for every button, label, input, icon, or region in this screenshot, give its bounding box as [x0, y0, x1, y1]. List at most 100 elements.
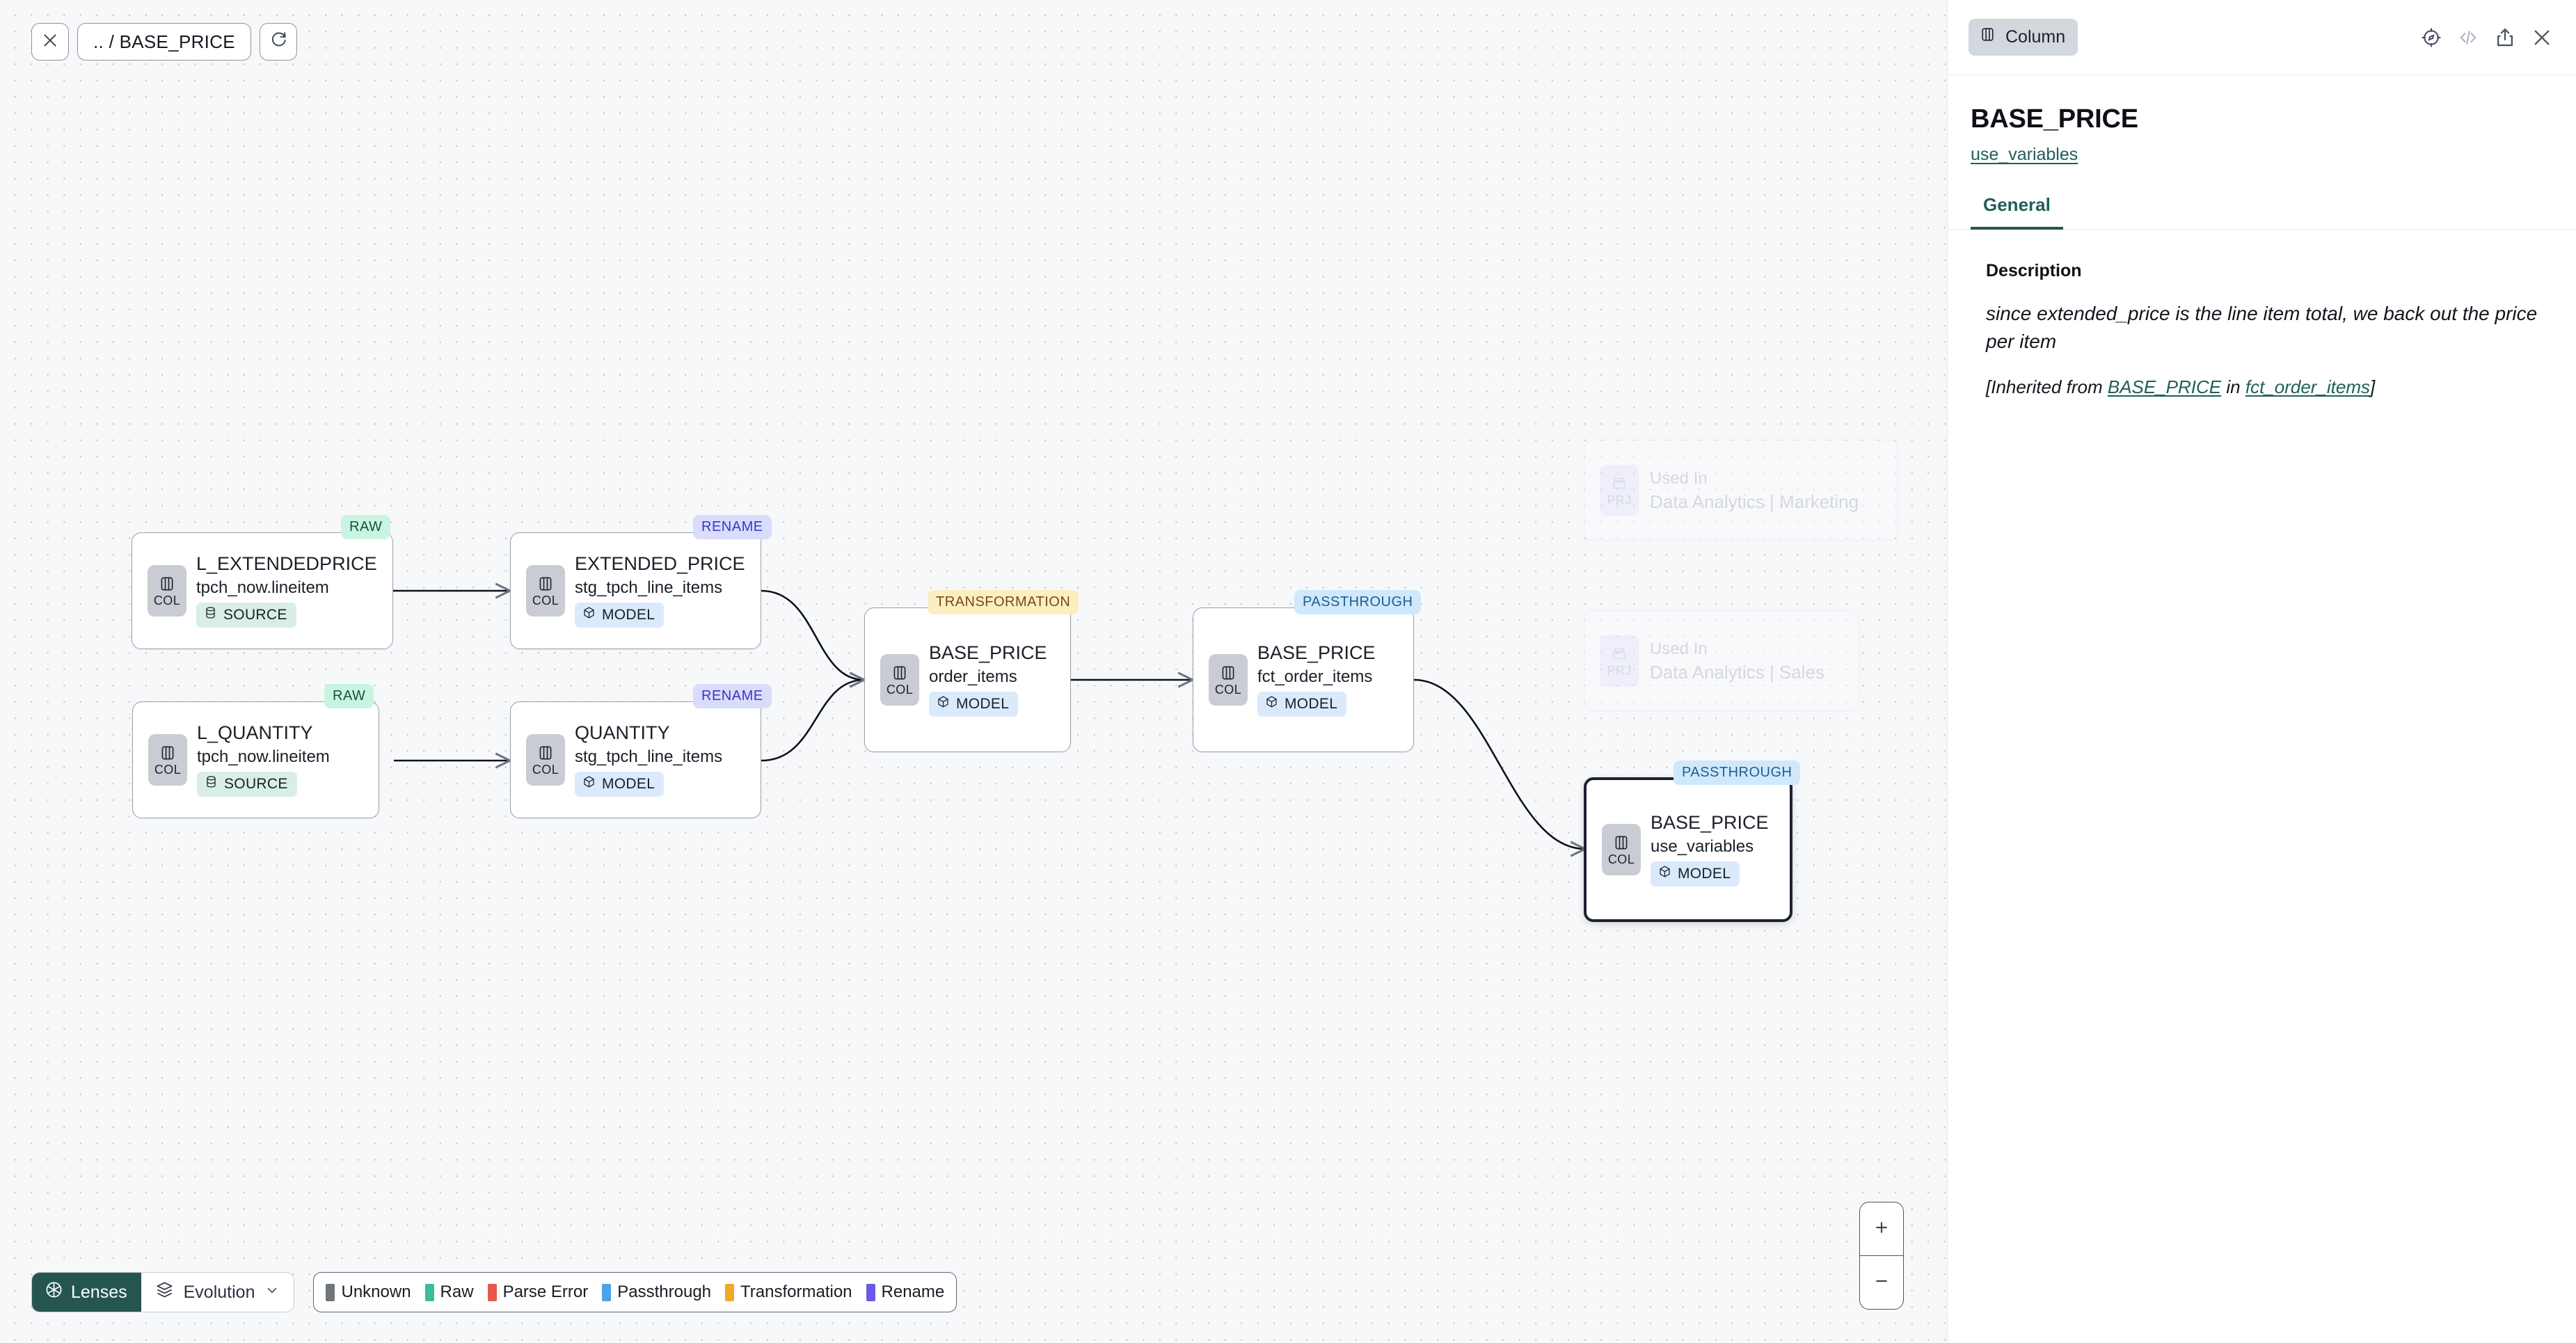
panel-header-icons	[2420, 26, 2553, 49]
description-section: Description since extended_price is the …	[1948, 230, 2576, 398]
column-icon: COL	[148, 565, 186, 617]
node-badge: PASSTHROUGH	[1294, 590, 1422, 614]
used-in-marketing[interactable]: PRJ Used In Data Analytics | Marketing	[1584, 440, 1898, 541]
kind-label: COL	[1214, 683, 1242, 697]
status-legend: Unknown Raw Parse Error Passthrough Tran…	[313, 1272, 957, 1312]
node-title: EXTENDED_PRICE	[575, 553, 745, 574]
node-subtitle: tpch_now.lineitem	[196, 578, 329, 597]
node-tag: MODEL	[1257, 692, 1347, 717]
legend-item: Raw	[424, 1282, 474, 1302]
used-in-label: Used In	[1650, 468, 1708, 488]
node-title: QUANTITY	[575, 722, 670, 743]
legend-item: Transformation	[725, 1282, 852, 1302]
node-badge: RENAME	[693, 684, 772, 708]
zoom-out-button[interactable]	[1860, 1255, 1903, 1309]
panel-tabs: General	[1948, 194, 2576, 230]
compass-icon[interactable]	[2420, 26, 2442, 49]
legend-label: Rename	[881, 1282, 945, 1301]
close-icon	[41, 31, 59, 53]
node-tag-label: MODEL	[1285, 695, 1338, 712]
node-badge: TRANSFORMATION	[928, 590, 1079, 614]
bottom-toolbar: Lenses Evolution Unknown	[31, 1272, 957, 1312]
node-title: L_EXTENDEDPRICE	[196, 553, 377, 574]
node-subtitle: stg_tpch_line_items	[575, 578, 723, 597]
node-base-price-order-items[interactable]: TRANSFORMATION COL BASE_PRICE order_item…	[864, 590, 1079, 752]
column-icon: COL	[526, 565, 565, 617]
minus-icon	[1873, 1272, 1891, 1294]
legend-swatch	[866, 1283, 875, 1301]
column-icon: COL	[1602, 824, 1641, 875]
page-title: BASE_PRICE	[1971, 104, 2138, 134]
node-extended-price[interactable]: RENAME COL EXTENDED_PRICE stg_tpch_line_…	[510, 515, 772, 649]
plus-icon	[1873, 1218, 1891, 1240]
used-in-name: Data Analytics | Marketing	[1650, 491, 1859, 512]
legend-item: Unknown	[326, 1282, 411, 1302]
node-subtitle: fct_order_items	[1257, 667, 1373, 686]
share-icon[interactable]	[2494, 26, 2516, 49]
column-icon: COL	[526, 734, 565, 786]
inherited-suffix: ]	[2370, 376, 2376, 397]
node-base-price-fct-order-items[interactable]: PASSTHROUGH COL BASE_PRICE fct_order_ite…	[1193, 590, 1422, 752]
close-button[interactable]	[31, 23, 69, 61]
legend-label: Parse Error	[502, 1282, 589, 1301]
entity-type-pill[interactable]: Column	[1969, 19, 2078, 56]
database-icon	[204, 606, 217, 623]
used-in-sales[interactable]: PRJ Used In Data Analytics | Sales	[1584, 610, 1859, 711]
node-tag-label: SOURCE	[224, 775, 288, 792]
lenses-label: Lenses	[71, 1282, 127, 1302]
description-text: since extended_price is the line item to…	[1986, 303, 2538, 352]
node-quantity[interactable]: RENAME COL QUANTITY stg_tpch_line_items …	[510, 684, 772, 818]
inherited-model-link[interactable]: fct_order_items	[2245, 376, 2371, 397]
node-badge: RENAME	[693, 515, 772, 539]
node-tag: MODEL	[575, 603, 665, 628]
code-icon[interactable]	[2457, 26, 2479, 49]
kind-label: COL	[532, 763, 559, 777]
close-icon[interactable]	[2531, 26, 2553, 49]
node-tag-label: MODEL	[956, 695, 1010, 712]
lenses-button[interactable]: Lenses	[32, 1273, 141, 1312]
breadcrumb[interactable]: .. / BASE_PRICE	[77, 23, 251, 61]
node-l-extendedprice[interactable]: RAW COL L_EXTENDEDPRICE tpch_now.lineite…	[132, 515, 393, 649]
legend-swatch	[424, 1283, 434, 1301]
node-tag: SOURCE	[196, 603, 296, 628]
chevron-down-icon	[264, 1282, 280, 1303]
node-tag-label: SOURCE	[223, 606, 287, 623]
inherited-column-link[interactable]: BASE_PRICE	[2107, 376, 2222, 397]
legend-swatch	[487, 1283, 497, 1301]
panel-title-block: BASE_PRICE use_variables	[1948, 75, 2576, 165]
column-icon: COL	[880, 654, 919, 706]
node-l-quantity[interactable]: RAW COL L_QUANTITY tpch_now.lineitem SOU…	[132, 684, 379, 818]
database-icon	[205, 775, 218, 793]
evolution-button[interactable]: Evolution	[141, 1273, 294, 1312]
used-in-name: Data Analytics | Sales	[1650, 661, 1824, 683]
refresh-button[interactable]	[259, 23, 297, 61]
panel-header: Column	[1948, 0, 2576, 75]
inherited-note: [Inherited from BASE_PRICE in fct_order_…	[1986, 376, 2553, 398]
inherited-middle: in	[2221, 376, 2245, 397]
legend-label: Passthrough	[617, 1282, 712, 1301]
zoom-in-button[interactable]	[1860, 1202, 1903, 1255]
legend-swatch	[602, 1283, 612, 1301]
layers-icon	[155, 1280, 174, 1304]
details-panel: Column BASE_PRICE use_variables	[1947, 0, 2576, 1343]
parent-model-link[interactable]: use_variables	[1971, 145, 2078, 164]
evolution-label: Evolution	[183, 1282, 255, 1302]
kind-label: COL	[532, 594, 559, 607]
project-icon: PRJ	[1600, 464, 1639, 516]
legend-label: Raw	[440, 1282, 474, 1301]
node-base-price-use-variables[interactable]: PASSTHROUGH COL BASE_PRICE use_variables…	[1584, 761, 1801, 922]
lineage-canvas[interactable]: .. / BASE_PRICE RAW COL L_EXTENDE	[0, 0, 1947, 1343]
node-badge: RAW	[341, 515, 391, 539]
node-subtitle: order_items	[929, 667, 1017, 686]
legend-item: Passthrough	[602, 1282, 711, 1302]
kind-label: COL	[153, 594, 181, 607]
refresh-icon	[269, 31, 287, 53]
kind-label: PRJ	[1607, 493, 1632, 507]
node-tag: SOURCE	[197, 772, 297, 797]
kind-label: PRJ	[1607, 663, 1632, 678]
tab-general[interactable]: General	[1971, 194, 2063, 230]
legend-label: Transformation	[740, 1282, 852, 1301]
cube-icon	[937, 695, 950, 713]
legend-label: Unknown	[341, 1282, 411, 1301]
legend-swatch	[326, 1283, 335, 1301]
